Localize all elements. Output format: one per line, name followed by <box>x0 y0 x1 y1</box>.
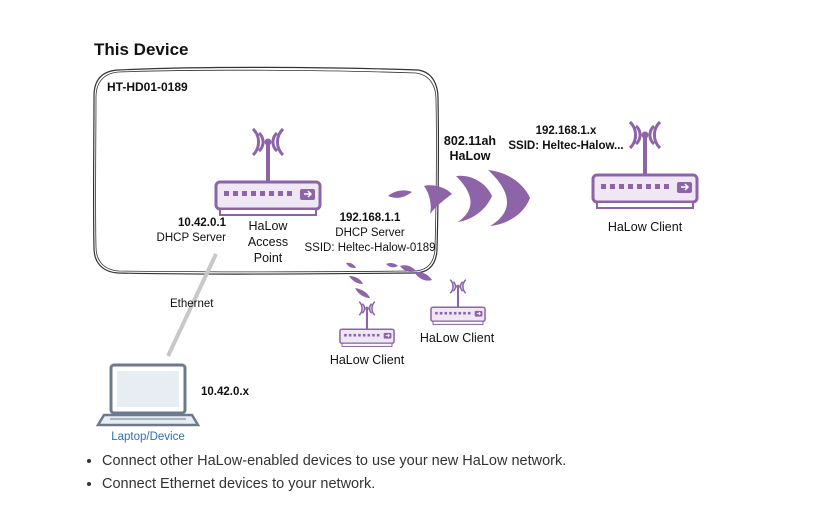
remote-client-info: 192.168.1.x SSID: Heltec-Halow... <box>500 124 632 154</box>
signal-small-2-icon <box>386 262 432 281</box>
network-diagram <box>92 66 699 427</box>
remote-client-label: HaLow Client <box>607 220 683 234</box>
ap-label-line1: HaLow <box>248 219 288 233</box>
page-title: This Device <box>94 40 189 59</box>
ap-label-line2: Access <box>247 235 289 249</box>
instructions-list: Connect other HaLow-enabled devices to u… <box>80 452 566 498</box>
signal-small-1-icon <box>346 262 370 298</box>
lan-service: DHCP Server <box>156 232 226 244</box>
ap-label-line3: Point <box>253 251 283 265</box>
remote-client-ip: 192.168.1.x <box>535 125 597 137</box>
laptop-label: Laptop/Device <box>111 431 185 443</box>
halow-ap-info: 192.168.1.1 DHCP Server SSID: Heltec-Hal… <box>300 211 440 256</box>
nearby-client-1-label: HaLow Client <box>329 353 405 367</box>
link-standard: 802.11ah <box>443 134 497 148</box>
nearby-client-router-1-icon <box>339 300 395 348</box>
lan-info: 10.42.0.1 DHCP Server <box>150 216 226 246</box>
laptop-ip: 10.42.0.x <box>201 386 249 398</box>
halow-service: DHCP Server <box>335 227 405 239</box>
instruction-item: Connect Ethernet devices to your network… <box>102 475 566 493</box>
link-name: HaLow <box>449 149 491 163</box>
nearby-client-2-label: HaLow Client <box>419 331 495 345</box>
remote-client-ssid: SSID: Heltec-Halow... <box>508 140 624 152</box>
nearby-client-router-2-icon <box>430 278 486 326</box>
halow-signal-icon <box>388 170 530 226</box>
link-label: 802.11ah HaLow <box>438 134 502 164</box>
access-point-router-icon <box>214 127 322 217</box>
ethernet-cable <box>166 253 218 357</box>
halow-ip: 192.168.1.1 <box>339 212 401 224</box>
laptop-icon <box>95 363 201 427</box>
device-boundary <box>92 66 440 275</box>
access-point-label: HaLow Access Point <box>238 218 298 266</box>
instruction-item: Connect other HaLow-enabled devices to u… <box>102 452 566 470</box>
device-hostname: HT-HD01-0189 <box>107 80 188 94</box>
halow-ssid: SSID: Heltec-Halow-0189 <box>304 242 436 254</box>
ethernet-label: Ethernet <box>170 298 214 310</box>
lan-ip: 10.42.0.1 <box>178 217 226 229</box>
